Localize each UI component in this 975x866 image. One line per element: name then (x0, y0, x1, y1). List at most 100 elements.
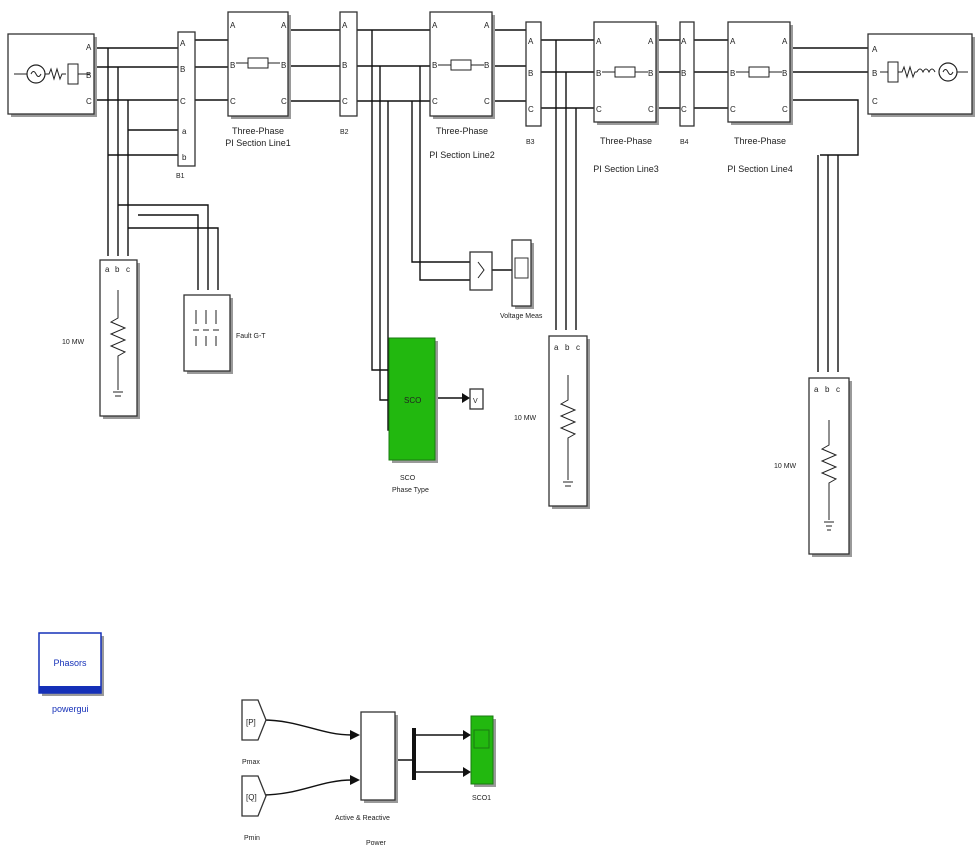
svg-text:C: C (782, 105, 788, 114)
scope-main-subcaption: Phase Type (392, 487, 429, 494)
bus-b1-label: B1 (176, 173, 185, 180)
svg-text:C: C (730, 105, 736, 114)
svg-text:A: A (872, 45, 878, 54)
svg-text:B: B (230, 61, 235, 70)
pi-section-line4-subtitle: PI Section Line4 (727, 164, 793, 174)
svg-text:A: A (730, 37, 736, 46)
active-reactive-label-1: Active & Reactive (335, 815, 390, 822)
powergui-block[interactable]: Phasors powergui (38, 632, 104, 714)
svg-text:C: C (281, 97, 287, 106)
load-2-label: 10 MW (514, 415, 537, 422)
display-label: V (473, 398, 478, 405)
load-3-label: 10 MW (774, 463, 797, 470)
svg-text:A: A (782, 37, 788, 46)
pi-section-line2-title: Three-Phase (436, 126, 488, 136)
svg-text:B: B (432, 61, 437, 70)
scope-2-label: SCO1 (472, 795, 491, 802)
pi-section-line2[interactable]: A A B B C C Three-Phase PI Section Line2 (429, 11, 495, 160)
svg-text:B: B (681, 69, 686, 78)
load-1[interactable]: a b c 10 MW (62, 259, 140, 419)
display-block[interactable]: V (469, 388, 484, 410)
svg-text:C: C (648, 105, 654, 114)
svg-text:C: C (342, 97, 348, 106)
svg-text:A: A (648, 37, 654, 46)
scope-2-body[interactable] (470, 715, 494, 785)
active-reactive-label-2: Power (366, 840, 387, 847)
svg-text:C: C (681, 105, 687, 114)
svg-text:A: A (484, 21, 490, 30)
from-p-label: Pmax (242, 759, 260, 766)
scope-main-caption: SCO (400, 475, 416, 482)
svg-text:a: a (554, 343, 559, 352)
pi-section-line1-title: Three-Phase (232, 126, 284, 136)
svg-text:B: B (342, 61, 347, 70)
svg-text:B: B (872, 69, 877, 78)
bus-b1[interactable]: A B C a b B1 (176, 31, 196, 180)
load-2[interactable]: a b c 10 MW (514, 335, 590, 509)
svg-text:C: C (230, 97, 236, 106)
svg-text:C: C (528, 105, 534, 114)
mux-block (412, 728, 416, 780)
svg-text:b: b (565, 343, 570, 352)
svg-text:A: A (180, 39, 186, 48)
bus-b2-label: B2 (340, 129, 349, 136)
bus-b3-label: B3 (526, 139, 535, 146)
svg-text:C: C (180, 97, 186, 106)
pi-section-line3-title: Three-Phase (600, 136, 652, 146)
from-q-text: [Q] (246, 793, 257, 802)
scope-main-body[interactable] (388, 337, 436, 461)
svg-text:A: A (528, 37, 534, 46)
voltage-meas-label: Voltage Meas (500, 313, 543, 320)
svg-text:c: c (836, 385, 840, 394)
svg-text:A: A (342, 21, 348, 30)
svg-text:A: A (596, 37, 602, 46)
svg-text:A: A (681, 37, 687, 46)
load-1-label: 10 MW (62, 339, 85, 346)
scope-main-inner-label: SCO (404, 396, 421, 405)
three-phase-source-left[interactable]: A B C (7, 33, 97, 117)
svg-text:C: C (872, 97, 878, 106)
pi-section-line3-subtitle: PI Section Line3 (593, 164, 659, 174)
scope-2[interactable]: SCO1 (470, 715, 496, 802)
bus-b3[interactable]: A B C B3 (525, 21, 542, 146)
svg-text:C: C (432, 97, 438, 106)
load-3[interactable]: a b c 10 MW (774, 377, 852, 557)
active-reactive-power-block[interactable]: Active & Reactive Power (335, 711, 398, 847)
svg-text:b: b (115, 265, 120, 274)
scope-main[interactable]: SCO SCO Phase Type (388, 337, 438, 494)
svg-text:B: B (86, 71, 91, 80)
svg-text:b: b (182, 153, 187, 162)
svg-text:B: B (596, 69, 601, 78)
fault-block[interactable]: Fault G-T (183, 294, 266, 374)
pi-section-line2-subtitle: PI Section Line2 (429, 150, 495, 160)
svg-text:a: a (105, 265, 110, 274)
svg-text:B: B (648, 69, 653, 78)
voltage-measurement[interactable]: Voltage Meas (469, 239, 543, 320)
svg-text:C: C (86, 97, 92, 106)
bus-b4[interactable]: A B C B4 (679, 21, 695, 146)
bus-b2[interactable]: A B C B2 (339, 11, 358, 136)
three-phase-source-right[interactable]: A B C (867, 33, 975, 117)
svg-text:C: C (484, 97, 490, 106)
fault-label: Fault G-T (236, 333, 266, 340)
powergui-label: powergui (52, 704, 89, 714)
svg-text:a: a (814, 385, 819, 394)
svg-text:A: A (432, 21, 438, 30)
pi-section-line4-title: Three-Phase (734, 136, 786, 146)
svg-text:c: c (126, 265, 130, 274)
from-p-text: [P] (246, 718, 256, 727)
svg-text:B: B (528, 69, 533, 78)
svg-text:c: c (576, 343, 580, 352)
svg-text:B: B (484, 61, 489, 70)
from-q-block[interactable]: [Q] Pmin (241, 775, 267, 842)
from-p-block[interactable]: [P] Pmax (241, 699, 267, 766)
svg-text:b: b (825, 385, 830, 394)
from-q-label: Pmin (244, 835, 260, 842)
svg-text:B: B (782, 69, 787, 78)
bus-b4-label: B4 (680, 139, 689, 146)
svg-text:A: A (86, 43, 92, 52)
